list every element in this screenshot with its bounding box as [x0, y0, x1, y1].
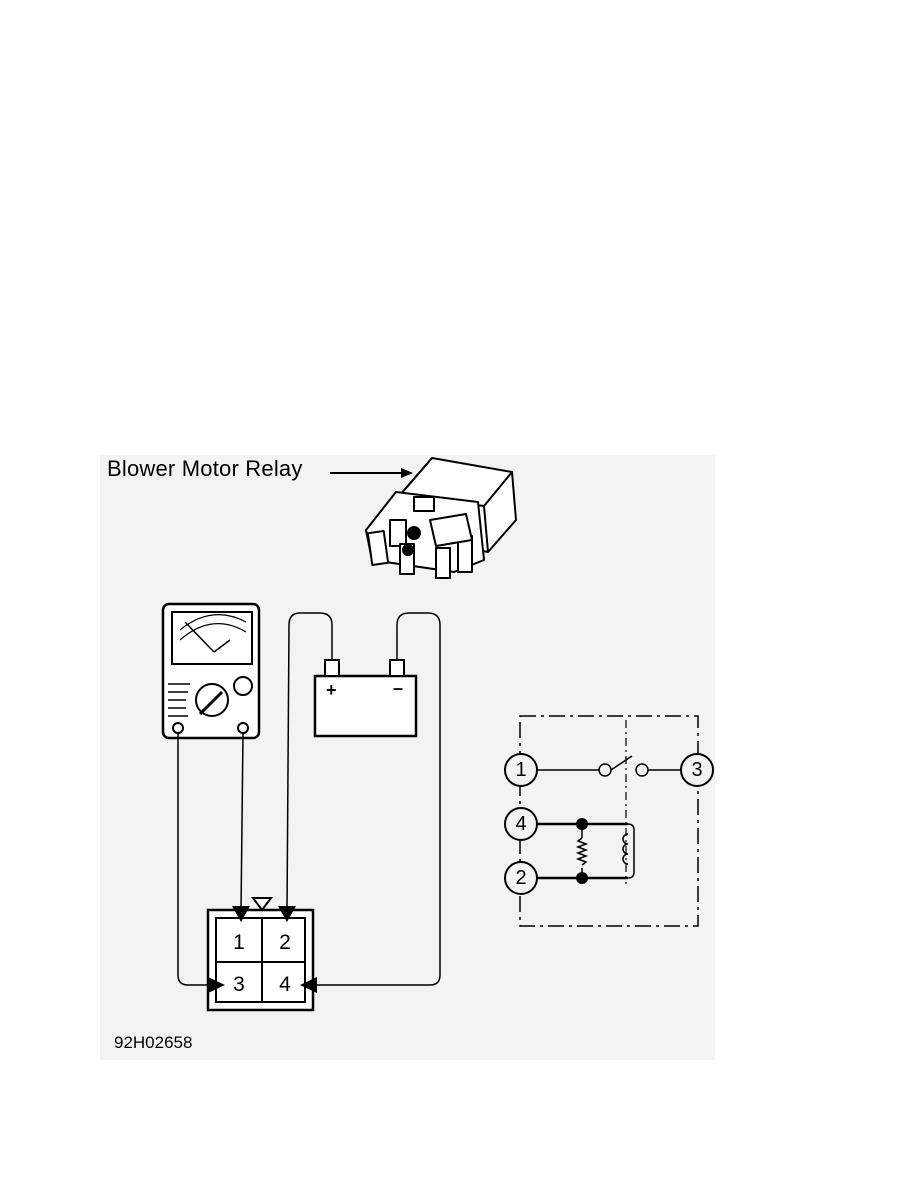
battery: [313, 659, 418, 738]
connector-pin-1: 1: [233, 931, 245, 954]
schematic-node-circles: [504, 753, 714, 895]
multimeter: [161, 602, 261, 740]
schematic-node-3: 3: [691, 759, 703, 781]
figure-code: 92H02658: [114, 1033, 193, 1052]
schematic-node-2: 2: [515, 867, 527, 889]
schematic-node-4: 4: [515, 813, 527, 835]
schematic-node-1: 1: [515, 759, 527, 781]
relay-schematic: [519, 715, 699, 927]
schematic-junctions: [576, 818, 588, 884]
test-wires: [177, 612, 441, 986]
connector-pin-3: 3: [233, 973, 245, 996]
relay-label: Blower Motor Relay: [107, 456, 303, 481]
relay-illustration: [365, 457, 517, 579]
battery-positive-sign: +: [326, 680, 337, 700]
label-arrow: [330, 468, 413, 478]
connector-pin-4: 4: [279, 973, 291, 996]
battery-negative-sign: –: [393, 678, 404, 698]
connector-pin-2: 2: [279, 931, 291, 954]
connector: [206, 897, 315, 1012]
wire-arrowheads: [208, 906, 317, 993]
